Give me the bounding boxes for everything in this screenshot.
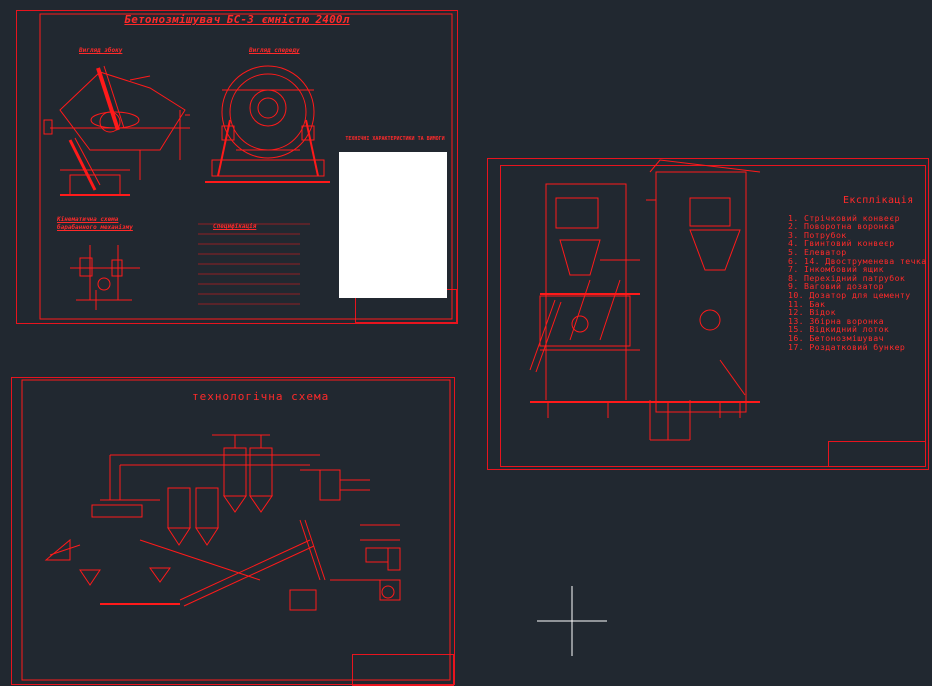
legend-item: 12. Відок bbox=[788, 307, 836, 318]
legend-item: 13. Збірна воронка bbox=[788, 315, 884, 326]
legend-item: 9. Ваговий дозатор bbox=[788, 281, 884, 292]
plant-section bbox=[529, 159, 761, 441]
legend-item: 16. Бетонозмішувач bbox=[788, 332, 884, 343]
technical-notes-panel[interactable] bbox=[339, 152, 447, 298]
view-side-label: Вигляд збоку bbox=[79, 47, 123, 54]
sheet3-inner-frame bbox=[500, 165, 926, 467]
legend-item: 10. Дозатор для цементу bbox=[788, 289, 911, 300]
sheet2-inner-frame bbox=[21, 379, 451, 681]
sheet1-inner-frame bbox=[39, 13, 453, 320]
spec-title: Специфікація bbox=[213, 223, 257, 230]
legend-item: 7. Інкомбовий ящик bbox=[788, 264, 884, 275]
legend-item: 3. Потрубок bbox=[788, 229, 847, 240]
legend-item: 2. Поворотна воронка bbox=[788, 221, 895, 232]
view-front-label: Вигляд спереду bbox=[249, 47, 300, 54]
legend-item: 15. Відкидний лоток bbox=[788, 324, 890, 335]
kinematic-subtitle: барабанного механізму bbox=[57, 224, 133, 231]
title-block-3 bbox=[828, 441, 926, 467]
legend-item: 5. Елеватор bbox=[788, 246, 847, 257]
legend-title: Експлікація bbox=[843, 195, 914, 206]
legend-item: 17. Роздатковий бункер bbox=[788, 341, 906, 352]
legend-list: Експлікація 1. Стрічковий конвеєр 2. Пов… bbox=[788, 195, 927, 352]
legend-item: 4. Гвинтовий конвеєр bbox=[788, 238, 895, 249]
kinematic-title: Кінематична схема bbox=[57, 216, 119, 223]
process-flow-lines bbox=[44, 434, 401, 611]
legend-item: 1. Стрічковий конвеєр bbox=[788, 212, 900, 223]
sheet1-title: Бетонозмішувач БС-3 ємністю 2400л bbox=[124, 13, 350, 26]
spec-table bbox=[198, 223, 310, 305]
tech-scheme-title: технологічна схема bbox=[192, 390, 330, 403]
notes-title: ТЕХНІЧНІ ХАРАКТЕРИСТИКИ ТА ВИМОГИ bbox=[345, 136, 445, 142]
mixer-side-view bbox=[43, 65, 190, 196]
mixer-front-view bbox=[205, 65, 330, 183]
legend-item: 11. Бак bbox=[788, 298, 826, 309]
kinematic-scheme bbox=[70, 245, 140, 310]
sheet-plant-section[interactable]: Експлікація 1. Стрічковий конвеєр 2. Пов… bbox=[487, 158, 929, 470]
legend-item: 8. Перехідний патрубок bbox=[788, 272, 906, 283]
legend-item: 6. 14. Двоструменева течка bbox=[788, 255, 927, 266]
crosshair-cursor-icon bbox=[537, 586, 607, 656]
